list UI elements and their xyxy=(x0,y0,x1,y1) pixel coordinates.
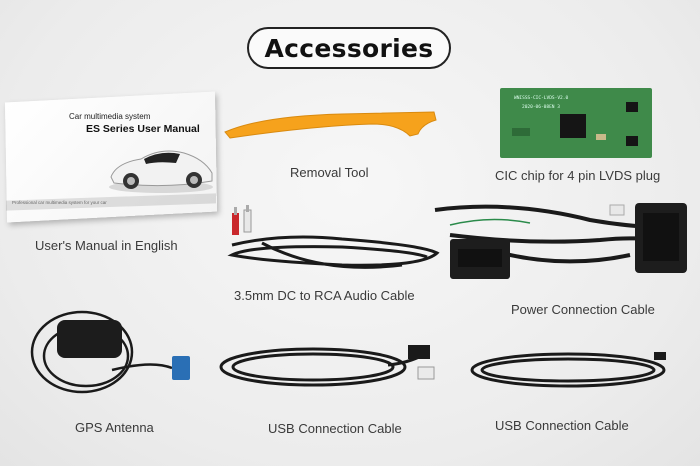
manual-footer: Professional car multimedia system for y… xyxy=(12,200,107,205)
usb-cable-1-label: USB Connection Cable xyxy=(268,421,402,436)
usb-cable-1-image xyxy=(219,345,435,387)
removal-tool-image xyxy=(224,111,437,139)
manual-subtitle: Car multimedia system xyxy=(69,112,151,121)
power-cable-image xyxy=(434,203,687,279)
power-cable-label: Power Connection Cable xyxy=(511,302,655,317)
usb-cable-2-label: USB Connection Cable xyxy=(495,418,629,433)
audio-cable-image xyxy=(227,205,440,269)
manual-label: User's Manual in English xyxy=(35,238,178,253)
car-icon xyxy=(109,150,213,193)
cic-chip-label: CIC chip for 4 pin LVDS plug xyxy=(495,168,661,183)
user-manual-image: Car multimedia system ES Series User Man… xyxy=(4,91,218,223)
gps-antenna-label: GPS Antenna xyxy=(75,420,154,435)
usb-cable-2-image xyxy=(470,352,666,388)
audio-cable-label: 3.5mm DC to RCA Audio Cable xyxy=(234,288,415,303)
removal-tool-label: Removal Tool xyxy=(290,165,369,180)
gps-antenna-image xyxy=(30,310,190,394)
page-title: Accessories xyxy=(247,27,451,69)
chip-text-2: 2020-06-08EN 3 xyxy=(522,104,560,110)
cic-chip-image: WNISSS-CIC-LVDS-V2.0 2020-06-08EN 3 xyxy=(500,88,652,158)
chip-text-1: WNISSS-CIC-LVDS-V2.0 xyxy=(514,95,568,101)
manual-title: ES Series User Manual xyxy=(86,123,200,135)
